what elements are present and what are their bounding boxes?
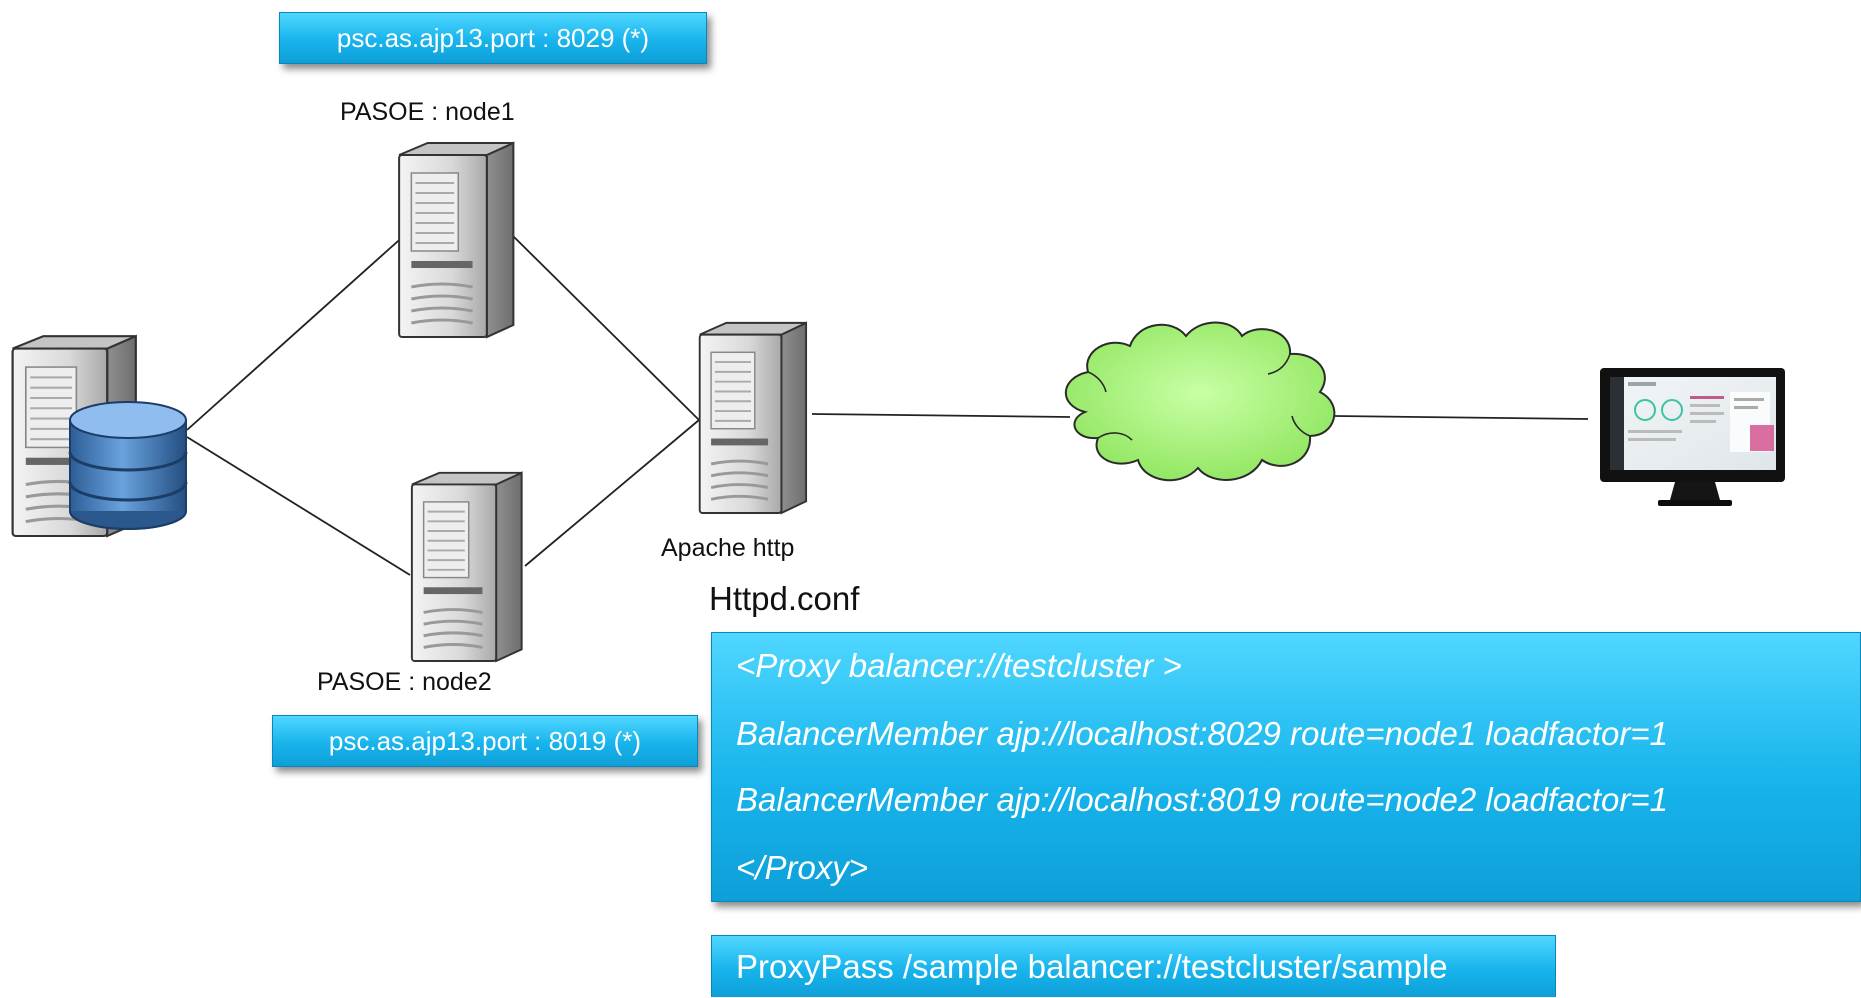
server-icon	[397, 141, 515, 339]
connection-lines	[186, 232, 1589, 576]
node2-label: PASOE : node2	[317, 668, 492, 696]
node2-port-note: psc.as.ajp13.port : 8019 (*)	[272, 715, 698, 767]
proxypass-directive: ProxyPass /sample balancer://testcluster…	[711, 935, 1556, 997]
proxy-line: BalancerMember ajp://localhost:8019 rout…	[736, 781, 1668, 818]
database-server-icon	[10, 334, 188, 538]
link-node2-apache	[524, 419, 700, 567]
link-cloud-monitor	[1334, 415, 1589, 420]
proxy-line: </Proxy>	[736, 849, 869, 886]
node1-port-note: psc.as.ajp13.port : 8029 (*)	[279, 12, 707, 64]
link-db-node2	[186, 436, 411, 576]
config-title: Httpd.conf	[709, 580, 860, 617]
cloud-icon	[1064, 321, 1336, 482]
link-db-node1	[186, 232, 408, 431]
node1-label: PASOE : node1	[340, 98, 515, 126]
link-node1-apache	[509, 232, 700, 421]
monitor-icon	[1600, 368, 1785, 506]
database-icon	[68, 401, 188, 530]
proxy-line: <Proxy balancer://testcluster >	[736, 647, 1182, 684]
server-icon	[698, 321, 808, 515]
proxy-line: BalancerMember ajp://localhost:8029 rout…	[736, 715, 1668, 752]
apache-label: Apache http	[661, 534, 795, 562]
link-apache-cloud	[811, 413, 1071, 418]
server-icon	[410, 471, 524, 663]
httpd-conf-proxy-block: <Proxy balancer://testcluster > Balancer…	[711, 632, 1861, 902]
